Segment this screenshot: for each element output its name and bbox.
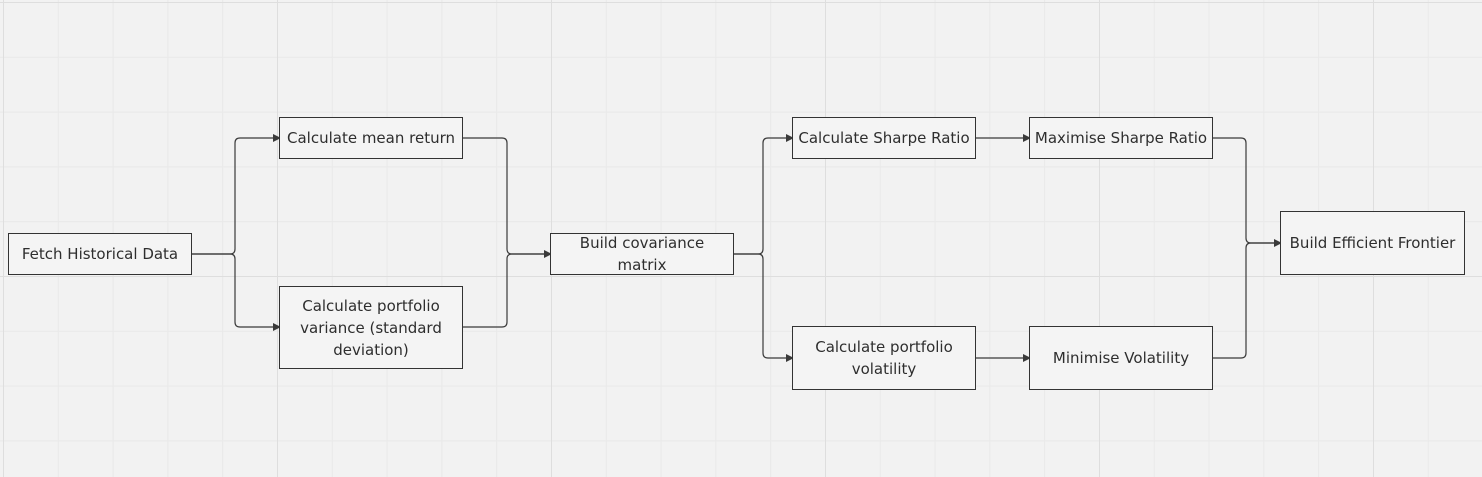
node-minimise-volatility[interactable]: Minimise Volatility	[1029, 326, 1213, 390]
edge-maxsharpe-to-frontier	[1213, 137, 1275, 244]
node-maximise-sharpe-ratio[interactable]: Maximise Sharpe Ratio	[1029, 117, 1213, 159]
edge-minvol-to-frontier	[1213, 242, 1275, 359]
node-label: Maximise Sharpe Ratio	[1034, 129, 1208, 147]
node-label: Build Efficient Frontier	[1289, 234, 1456, 252]
arrowhead-sharpe-to-maxsharpe	[1023, 134, 1031, 142]
node-label: Calculate Sharpe Ratio	[798, 129, 970, 147]
edge-variance-to-cov	[463, 253, 545, 328]
node-label: Calculate portfolio variance (standard d…	[300, 296, 442, 359]
node-fetch-historical-data[interactable]: Fetch Historical Data	[8, 233, 192, 275]
node-calculate-portfolio-volatility[interactable]: Calculate portfolio volatility	[792, 326, 976, 390]
arrowhead-into-frontier	[1274, 239, 1282, 247]
edge-mean-to-cov	[463, 137, 545, 255]
edge-fetch-to-variance	[192, 253, 274, 328]
node-label: Fetch Historical Data	[21, 245, 179, 263]
arrowhead-cov-to-sharpe	[786, 134, 794, 142]
edge-cov-to-volatility	[734, 253, 787, 359]
arrowhead-cov-to-volatility	[786, 354, 794, 362]
node-calculate-portfolio-variance[interactable]: Calculate portfolio variance (standard d…	[279, 286, 463, 369]
node-label: Calculate mean return	[287, 129, 455, 147]
arrowhead-fetch-to-mean	[273, 134, 281, 142]
edge-fetch-to-mean	[192, 137, 274, 255]
node-calculate-sharpe-ratio[interactable]: Calculate Sharpe Ratio	[792, 117, 976, 159]
node-calculate-mean-return[interactable]: Calculate mean return	[279, 117, 463, 159]
arrowhead-volatility-to-minvol	[1023, 354, 1031, 362]
node-build-covariance-matrix[interactable]: Build covariance matrix	[550, 233, 734, 275]
arrowhead-into-cov	[544, 250, 552, 258]
node-label: Minimise Volatility	[1052, 349, 1190, 367]
edge-cov-to-sharpe	[734, 137, 787, 255]
arrowhead-fetch-to-variance	[273, 323, 281, 331]
node-label: Calculate portfolio volatility	[815, 338, 953, 378]
node-label: Build covariance matrix	[579, 234, 705, 274]
node-build-efficient-frontier[interactable]: Build Efficient Frontier	[1280, 211, 1465, 275]
